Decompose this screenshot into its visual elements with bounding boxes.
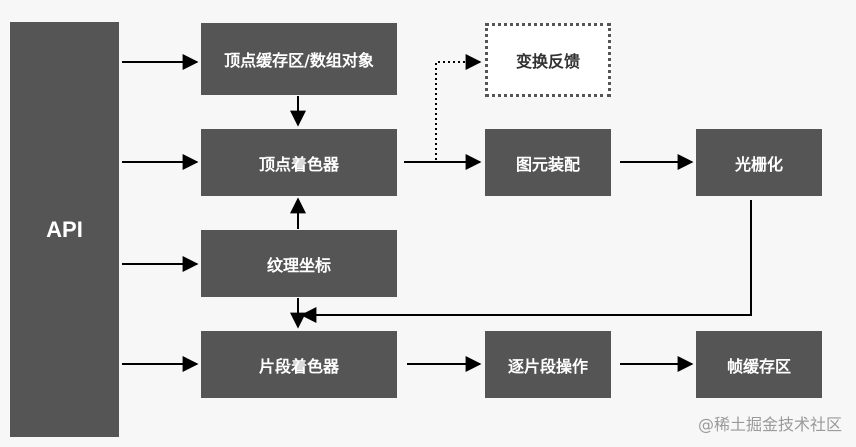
edge-rasterization-to-fragment-shader: [300, 200, 752, 323]
fragment-shader-node: 片段着色器: [201, 331, 397, 398]
transform-feedback-node: 变换反馈: [485, 23, 611, 97]
primitive-assembly-node: 图元装配: [485, 129, 611, 196]
per-fragment-ops-node: 逐片段操作: [485, 331, 611, 398]
vertex-buffer-node: 顶点缓存区/数组对象: [201, 23, 397, 95]
watermark-text: @稀土掘金技术社区: [697, 415, 842, 434]
framebuffer-node: 帧缓存区: [696, 331, 822, 398]
edge-to-transform-feedback: [435, 54, 482, 160]
texture-coords-node: 纹理坐标: [201, 230, 397, 297]
rasterization-node: 光栅化: [696, 129, 822, 196]
vertex-shader-node: 顶点着色器: [201, 129, 397, 196]
api-block: API: [10, 22, 119, 437]
